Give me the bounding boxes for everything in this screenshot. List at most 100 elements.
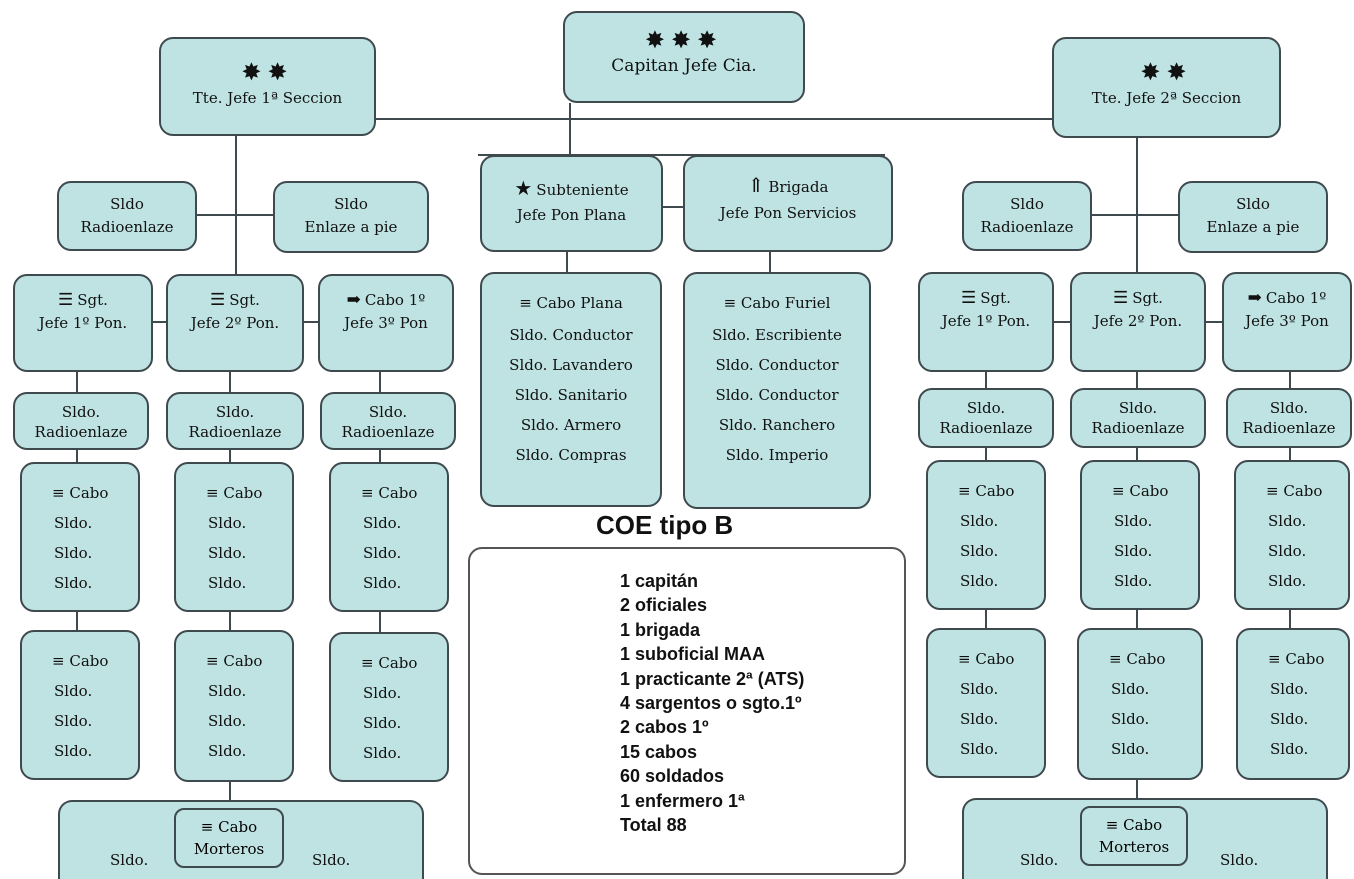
summary-item: 1 suboficial MAA [620,644,766,665]
left-squad-3-cabo-2: ≡ Cabo Sldo. Sldo. Sldo. [329,632,449,782]
cabo-plana-head: ≡ Cabo Plana [519,294,623,312]
right-squad-2-leader: ☰Sgt. Jefe 2º Pon. [1070,272,1206,372]
radio-l1: Sldo. [368,403,408,421]
soldier: Sldo. [1270,680,1309,698]
sergeant-insignia-icon: ☰ [210,290,226,310]
right-radio-box: Sldo Radioenlaze [962,181,1092,251]
soldier: Sldo. [1111,680,1150,698]
soldier: Sldo. [363,544,402,562]
left-squad-1-cabo-2: ≡ Cabo Sldo. Sldo. Sldo. [20,630,140,780]
captain-box: ✸✸✸ Capitan Jefe Cia. [563,11,805,103]
brigada-l2: Jefe Pon Servicios [719,204,857,222]
furiel-item: Sldo. Imperio [725,446,829,464]
mortars-cabo-label: ≡ Cabo [1105,816,1163,834]
left-pie-l1: Sldo [334,195,368,213]
cabo-furiel-head: ≡ Cabo Furiel [723,294,831,312]
left-squad-1-leader: ☰Sgt. Jefe 1º Pon. [13,274,153,372]
right-radio-l1: Sldo [1010,195,1044,213]
summary-item: 60 soldados [620,766,725,787]
mortar-soldier-left: Sldo. [110,851,149,869]
soldier: Sldo. [208,742,247,760]
left-squad-3-leader: ➡Cabo 1º Jefe 3º Pon [318,274,454,372]
lt-left-title: Tte. Jefe 1ª Seccion [192,89,343,107]
soldier: Sldo. [1114,512,1153,530]
summary-item: 1 practicante 2ª (ATS) [620,668,805,689]
radio-l1: Sldo. [1269,399,1309,417]
cabo-label: ≡ Cabo [206,652,263,670]
lt-left-stars: ✸✸ [241,58,294,86]
captain-stars: ✸✸✸ [644,26,724,54]
soldier: Sldo. [1268,512,1307,530]
cabo-label: ≡ Cabo [361,484,418,502]
cabo-primero-insignia-icon: ➡ [346,290,361,310]
cabo-label: ≡ Cabo [1112,482,1169,500]
summary-item: 2 cabos 1º [620,717,709,738]
plana-item: Sldo. Conductor [509,326,633,344]
left-squad-2-radio: Sldo. Radioenlaze [166,392,304,450]
right-squad-3-cabo-1: ≡ Cabo Sldo. Sldo. Sldo. [1234,460,1350,610]
cabo-plana-box: ≡ Cabo Plana Sldo. Conductor Sldo. Lavan… [480,272,662,507]
soldier: Sldo. [363,514,402,532]
sergeant-insignia-icon: ☰ [1113,288,1129,308]
cabo-label: ≡ Cabo [1109,650,1166,668]
soldier: Sldo. [54,682,93,700]
right-mortars-cabo: ≡ Cabo Morteros [1080,806,1188,866]
summary-item: 1 capitán [620,571,699,591]
right-squad-3-leader: ➡Cabo 1º Jefe 3º Pon [1222,272,1352,372]
furiel-item: Sldo. Conductor [715,356,839,374]
summary-title: COE tipo B [596,510,734,540]
role-label: Jefe 3º Pon [344,314,428,332]
summary-item: 15 cabos [620,741,698,762]
soldier: Sldo. [1111,740,1150,758]
left-mortars-cabo: ≡ Cabo Morteros [174,808,284,868]
plana-item: Sldo. Sanitario [514,386,628,404]
right-squad-1-radio: Sldo. Radioenlaze [918,388,1054,448]
role-label: Jefe 3º Pon [1245,312,1329,330]
summary-item: 1 enfermero 1ª [620,790,745,811]
rank-label: Sgt. [1132,289,1163,307]
radio-l2: Radioenlaze [341,423,435,441]
star-insignia-icon: ★ [514,176,533,200]
soldier: Sldo. [1270,710,1309,728]
soldier: Sldo. [54,514,93,532]
mortar-soldier-right: Sldo. [312,851,351,869]
plana-item: Sldo. Lavandero [509,356,633,374]
left-squad-3-radio: Sldo. Radioenlaze [320,392,456,450]
soldier: Sldo. [208,574,247,592]
right-squad-2-cabo-2: ≡ Cabo Sldo. Sldo. Sldo. [1077,628,1203,780]
cabo-label: ≡ Cabo [958,650,1015,668]
subteniente-l2: Jefe Pon Plana [516,206,627,224]
left-squad-1-radio: Sldo. Radioenlaze [13,392,149,450]
radio-l2: Radioenlaze [188,423,282,441]
role-label: Jefe 1º Pon. [941,312,1031,330]
right-radio-l2: Radioenlaze [980,218,1074,236]
soldier: Sldo. [1114,542,1153,560]
soldier: Sldo. [1114,572,1153,590]
mortar-soldier-right: Sldo. [1220,851,1259,869]
subteniente-box: ★Subteniente Jefe Pon Plana [480,155,663,252]
soldier: Sldo. [1268,572,1307,590]
role-label: Jefe 2º Pon. [190,314,280,332]
plana-item: Sldo. Armero [520,416,622,434]
sergeant-insignia-icon: ☰ [961,288,977,308]
left-squad-2-cabo-1: ≡ Cabo Sldo. Sldo. Sldo. [174,462,294,612]
soldier: Sldo. [960,740,999,758]
soldier: Sldo. [54,544,93,562]
furiel-item: Sldo. Ranchero [718,416,836,434]
lt-right-box: ✸✸ Tte. Jefe 2ª Seccion [1052,37,1281,138]
left-squad-3-cabo-1: ≡ Cabo Sldo. Sldo. Sldo. [329,462,449,612]
radio-l2: Radioenlaze [939,419,1033,437]
mortars-cabo-label: ≡ Cabo [200,818,258,836]
brigada-l1: Brigada [768,178,829,196]
soldier: Sldo. [960,542,999,560]
right-pie-l2: Enlaze a pie [1206,218,1300,236]
rank-label: Cabo 1º [364,291,426,309]
radio-l1: Sldo. [61,403,101,421]
cabo-furiel-box: ≡ Cabo Furiel Sldo. Escribiente Sldo. Co… [683,272,871,509]
right-squad-3-cabo-2: ≡ Cabo Sldo. Sldo. Sldo. [1236,628,1350,780]
lt-left-box: ✸✸ Tte. Jefe 1ª Seccion [159,37,376,136]
rank-label: Cabo 1º [1265,289,1327,307]
cabo-label: ≡ Cabo [52,652,109,670]
summary-item: 2 oficiales [620,595,708,616]
subteniente-l1: Subteniente [536,181,629,199]
